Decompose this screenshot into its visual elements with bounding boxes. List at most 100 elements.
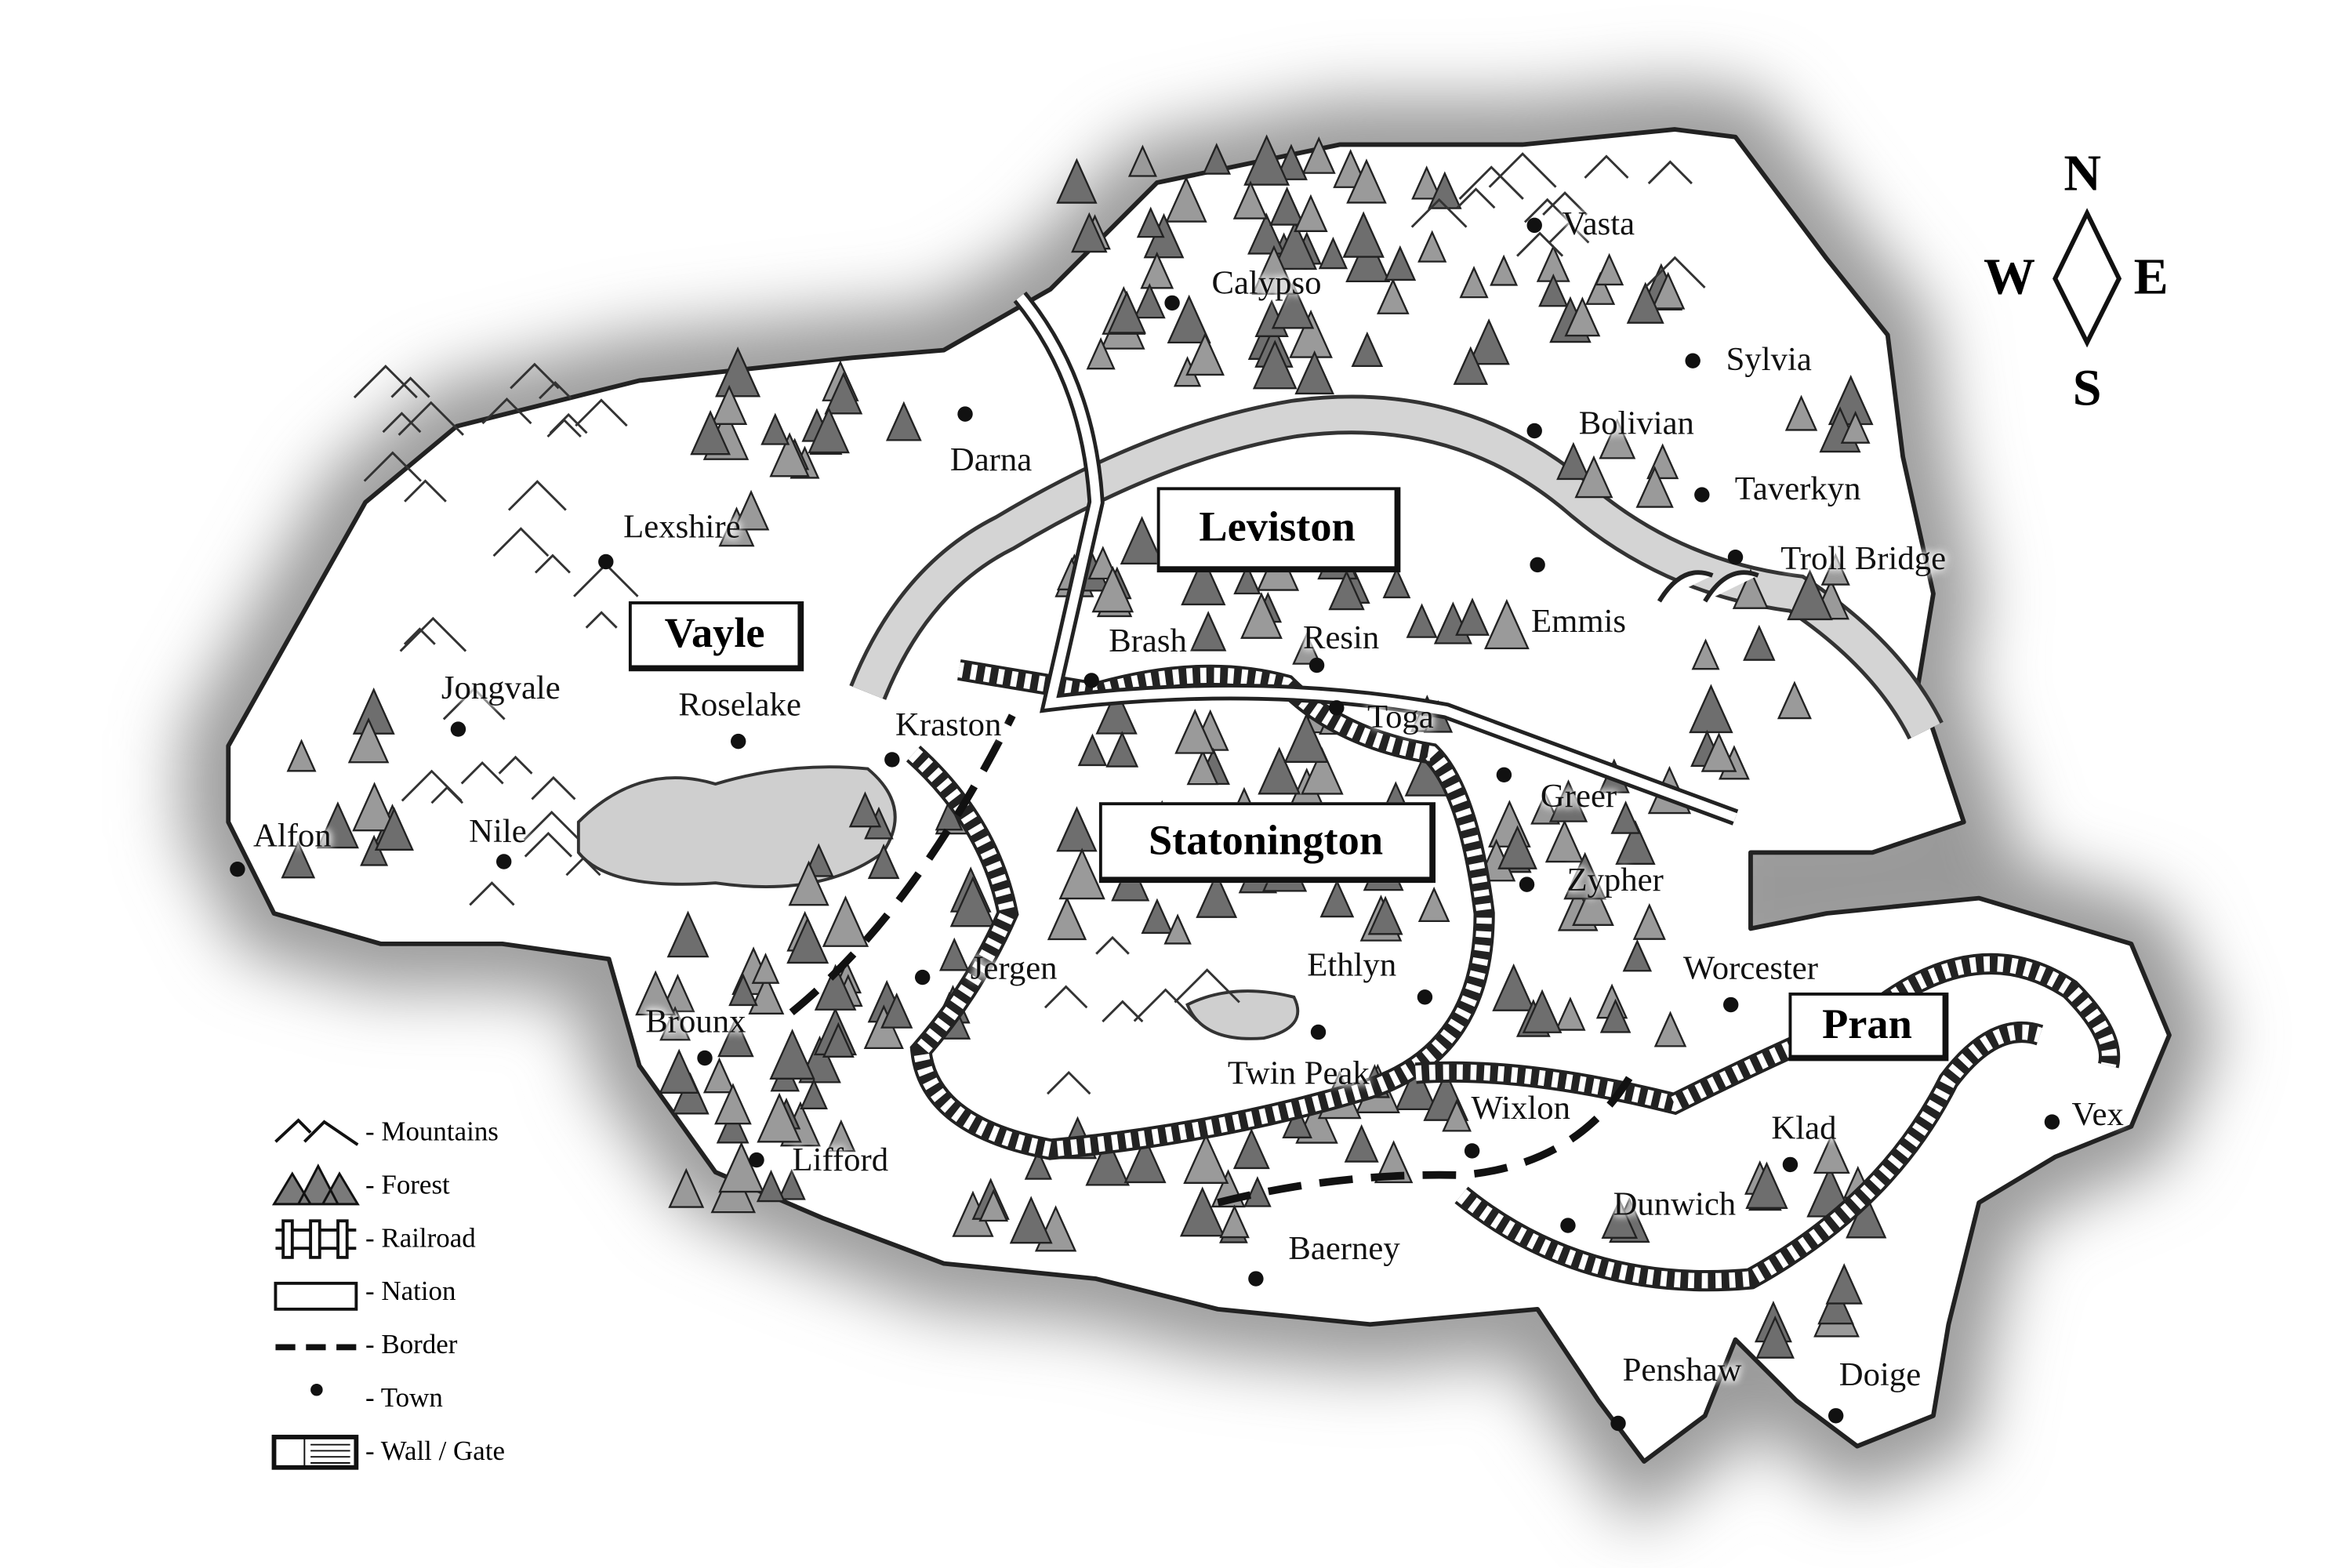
nation-leviston[interactable]: Leviston [1156,487,1401,573]
tree-icon [1077,733,1108,767]
town-label-zypher[interactable]: Zypher [1566,860,1664,898]
tree-icon [1548,779,1588,822]
town-label-greer[interactable]: Greer [1540,776,1617,815]
town-label-penshaw[interactable]: Penshaw [1622,1350,1742,1388]
town-dot-roselake[interactable] [731,733,746,750]
town-dot-vasta[interactable] [1526,217,1542,234]
town-label-roselake[interactable]: Roselake [678,684,801,724]
town-label-bolivian[interactable]: Bolivian [1578,403,1694,442]
town-dot-worcester[interactable] [1723,996,1739,1013]
town-dot-zypher[interactable] [1519,877,1535,892]
tree-icon [1651,271,1686,310]
nation-statonington[interactable]: Statonington [1098,802,1436,884]
mountain-icon [460,760,504,785]
town-dot-alfon[interactable] [230,862,245,877]
town-dot-nile[interactable] [495,854,512,869]
town-dot-wixlon[interactable] [1464,1143,1480,1159]
town-label-ethlyn[interactable]: Ethlyn [1307,945,1397,984]
town-label-troll-bridge[interactable]: Troll Bridge [1780,539,1947,577]
town-label-klad[interactable]: Klad [1771,1108,1837,1147]
town-label-taverkyn[interactable]: Taverkyn [1734,469,1861,507]
town-label-jergen[interactable]: Jergen [970,948,1058,987]
tree-icon [1635,466,1674,508]
town-label-twin-peak[interactable]: Twin Peak [1227,1053,1370,1092]
tree-icon [1174,709,1216,754]
mountain-icon [1133,988,1198,1022]
town-label-darna[interactable]: Darna [949,440,1033,478]
town-dot-emmis[interactable] [1530,557,1545,573]
town-dot-lexshire[interactable] [598,554,614,570]
town-dot-doige[interactable] [1828,1408,1844,1424]
town-dot-brash[interactable] [1083,673,1099,688]
tree-icon [1251,245,1297,295]
town-label-vex[interactable]: Vex [2071,1094,2124,1133]
town-dot-jongvale[interactable] [450,721,466,737]
town-label-kraston[interactable]: Kraston [895,705,1002,743]
town-label-nile[interactable]: Nile [469,811,527,850]
tree-icon [756,1169,786,1203]
town-dot-baerney[interactable] [1248,1271,1264,1287]
tree-icon [1459,266,1489,299]
town-dot-dunwich[interactable] [1560,1218,1576,1233]
town-label-vasta[interactable]: Vasta [1562,204,1635,242]
town-label-calypso[interactable]: Calypso [1211,263,1322,302]
nation-vayle[interactable]: Vayle [628,601,804,672]
tree-icon [1599,998,1632,1033]
town-dot-darna[interactable] [957,406,973,422]
tree-icon [1522,989,1563,1033]
town-dot-sylvia[interactable] [1685,353,1700,368]
tree-icon [717,1016,754,1058]
town-label-doige[interactable]: Doige [1838,1355,1922,1393]
town-dot-calypso[interactable] [1164,295,1180,311]
town-label-jongvale[interactable]: Jongvale [441,668,561,706]
mountain-icon [539,380,572,400]
town-label-lexshire[interactable]: Lexshire [623,506,741,546]
town-label-worcester[interactable]: Worcester [1682,948,1818,987]
tree-icon [1232,180,1269,220]
tree-icon [1185,332,1225,376]
town-dot-resin[interactable] [1308,657,1325,673]
town-label-resin[interactable]: Resin [1302,618,1380,656]
town-dot-twin-peak[interactable] [1310,1024,1327,1040]
town-label-lifford[interactable]: Lifford [792,1140,889,1178]
tree-icon [786,916,829,964]
mountain-icon [1456,187,1496,209]
tree-icon [1428,171,1462,209]
town-dot-lifford[interactable] [749,1152,764,1168]
tree-icon [1585,271,1616,305]
town-dot-ethlyn[interactable] [1417,989,1433,1005]
town-label-alfon[interactable]: Alfon [252,815,332,855]
town-label-toga[interactable]: Toga [1367,697,1434,735]
tree-icon [1133,282,1166,319]
town-dot-vex[interactable] [2044,1114,2060,1130]
town-label-dunwich[interactable]: Dunwich [1613,1184,1737,1223]
compass-rose [2053,208,2122,348]
town-label-sylvia[interactable]: Sylvia [1726,339,1812,378]
tree-icon [1136,206,1165,238]
town-label-emmis[interactable]: Emmis [1531,601,1627,640]
mountain-icon [498,755,533,775]
tree-icon [1483,598,1530,650]
town-label-brounx[interactable]: Brounx [645,1001,746,1040]
town-dot-greer[interactable] [1496,767,1512,783]
town-dot-bolivian[interactable] [1526,423,1542,439]
nation-label: Vayle [664,610,765,658]
town-dot-toga[interactable] [1329,700,1345,716]
town-label-brash[interactable]: Brash [1109,621,1187,659]
town-dot-taverkyn[interactable] [1694,487,1710,503]
tree-icon [1292,632,1322,665]
nation-pran[interactable]: Pran [1788,992,1949,1062]
town-dot-jergen[interactable] [914,969,931,985]
town-label-baerney[interactable]: Baerney [1288,1228,1400,1267]
town-dot-troll-bridge[interactable] [1727,549,1744,565]
town-dot-penshaw[interactable] [1610,1415,1626,1432]
town-label-wixlon[interactable]: Wixlon [1471,1088,1570,1127]
tree-icon [1301,136,1336,174]
tree-icon [1382,567,1411,599]
town-dot-klad[interactable] [1782,1156,1798,1173]
mountains-icon [274,1118,359,1146]
tree-icon [1417,230,1447,263]
town-dot-brounx[interactable] [697,1050,713,1066]
tree-icon [1840,410,1871,444]
town-dot-kraston[interactable] [884,752,900,768]
